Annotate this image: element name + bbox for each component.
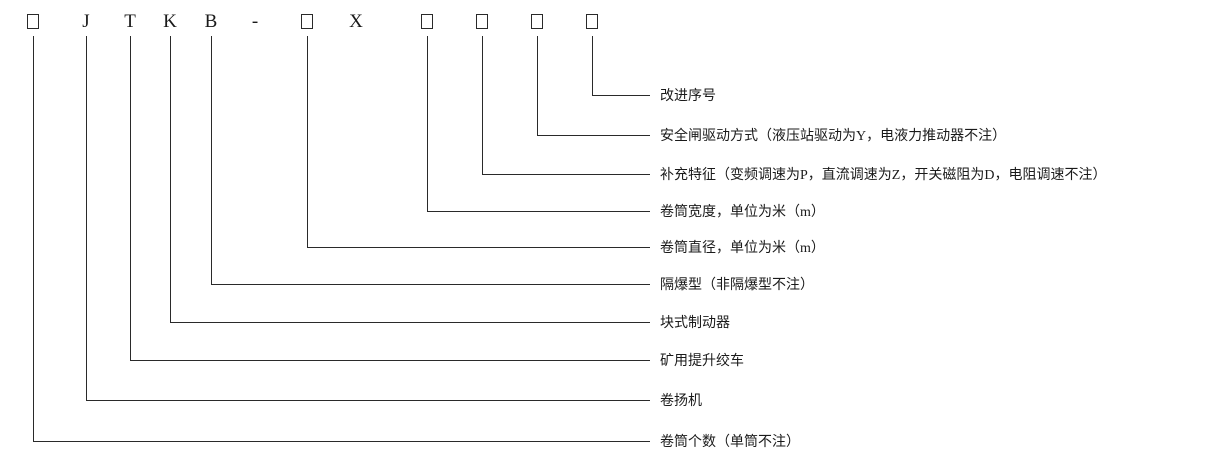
code-label: 块式制动器 [660,316,730,331]
code-placeholder-box [301,14,313,29]
connector-line [33,36,650,442]
connector-line [537,36,650,136]
code-label: 卷筒个数（单筒不注） [660,435,800,450]
code-label: 卷扬机 [660,394,702,409]
code-label: 改进序号 [660,89,716,104]
connector-line [307,36,650,248]
code-placeholder-box [586,14,598,29]
code-label: 补充特征（变频调速为P，直流调速为Z，开关磁阻为D，电阻调速不注） [660,168,1107,183]
code-placeholder-box [531,14,543,29]
connector-line [86,36,650,401]
connector-line [427,36,650,212]
connector-line [170,36,650,323]
code-label: 矿用提升绞车 [660,354,744,369]
code-label: 安全闸驱动方式（液压站驱动为Y，电液力推动器不注） [660,129,1007,144]
code-char: T [124,11,136,32]
connector-line [482,36,650,175]
code-placeholder-box [27,14,39,29]
code-char: B [204,11,218,32]
code-label: 卷筒宽度，单位为米（m） [660,205,825,220]
code-label: 隔爆型（非隔爆型不注） [660,278,814,293]
code-char: J [82,11,90,32]
connector-line [592,36,650,96]
code-label: 卷筒直径，单位为米（m） [660,241,825,256]
code-char: - [251,11,259,32]
connector-line [130,36,650,361]
code-char: X [349,11,363,32]
code-placeholder-box [421,14,433,29]
connector-line [211,36,650,285]
code-placeholder-box [476,14,488,29]
code-char: K [163,11,177,32]
